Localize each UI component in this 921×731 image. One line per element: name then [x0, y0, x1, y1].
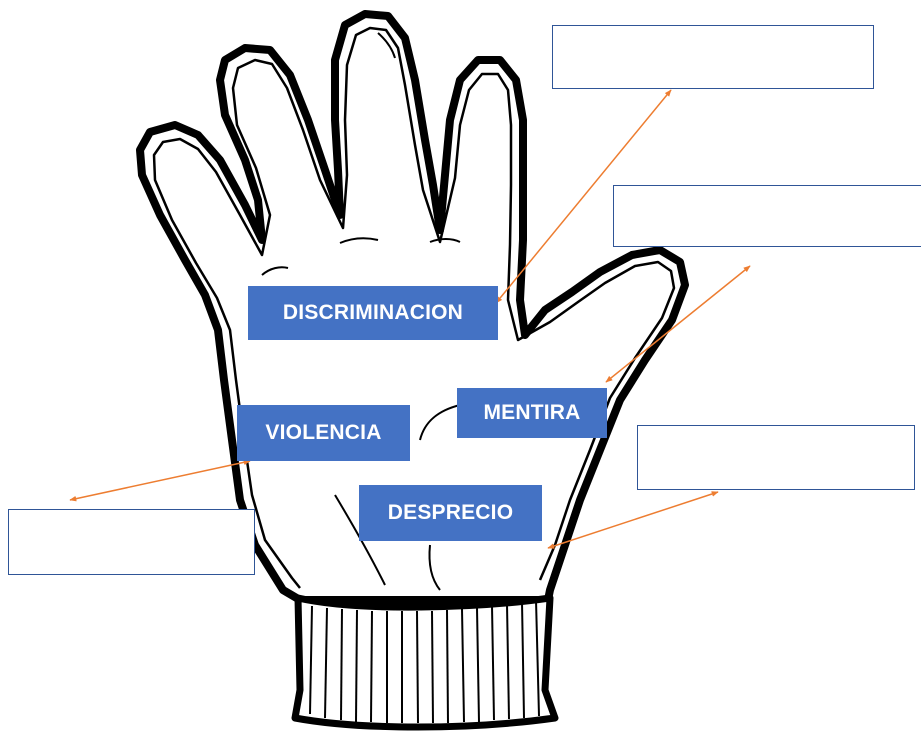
arrow-violencia — [70, 461, 250, 500]
glove-cuff — [295, 598, 555, 727]
label-desprecio: DESPRECIO — [359, 485, 542, 541]
answer-box-top[interactable] — [552, 25, 874, 89]
glove-illustration — [140, 14, 685, 727]
label-discriminacion: DISCRIMINACION — [248, 286, 498, 340]
answer-box-left[interactable] — [8, 509, 255, 575]
answer-box-right-lower[interactable] — [637, 425, 915, 490]
label-mentira: MENTIRA — [457, 388, 607, 438]
answer-box-right-upper[interactable] — [613, 185, 921, 247]
label-violencia: VIOLENCIA — [237, 405, 410, 461]
